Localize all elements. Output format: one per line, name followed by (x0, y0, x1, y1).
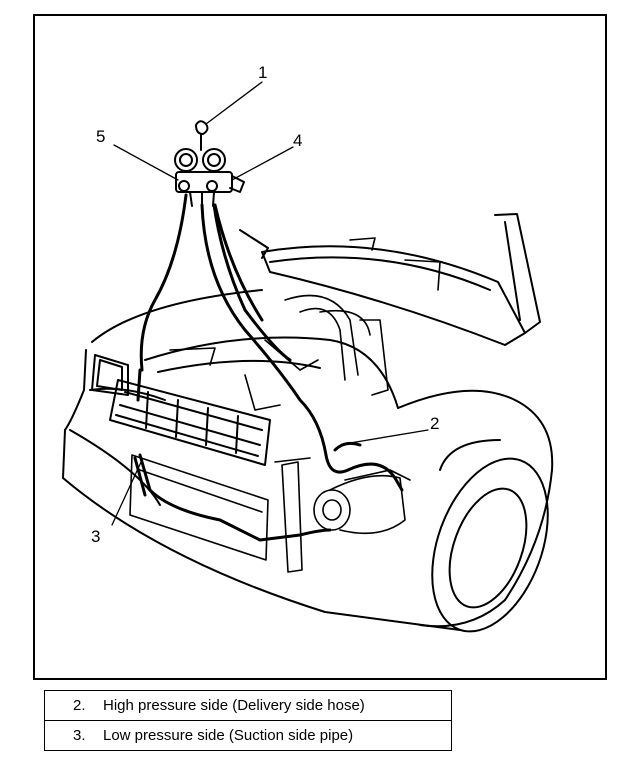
legend-row: 2. High pressure side (Delivery side hose… (44, 690, 452, 721)
legend-cell: 2. High pressure side (Delivery side hose… (44, 690, 452, 721)
legend-row: 3. Low pressure side (Suction side pipe) (44, 720, 452, 751)
legend-table: 2. High pressure side (Delivery side hose… (44, 690, 452, 751)
legend-text: Low pressure side (Suction side pipe) (103, 727, 354, 744)
legend-cell: 3. Low pressure side (Suction side pipe) (44, 720, 452, 751)
callout-4: 4 (293, 131, 303, 150)
hoses (133, 193, 404, 542)
legend-text: High pressure side (Delivery side hose) (103, 697, 365, 714)
callout-2: 2 (430, 414, 440, 433)
legend-number: 3. (73, 727, 86, 744)
callout-3: 3 (91, 527, 101, 546)
callout-5: 5 (96, 127, 106, 146)
car-body (62, 213, 554, 633)
engine-bay (129, 237, 441, 573)
figure-frame (33, 14, 607, 680)
leader-lines (111, 81, 429, 526)
legend-number: 2. (73, 697, 86, 714)
callout-1: 1 (258, 63, 268, 82)
manifold-gauge-set (174, 120, 245, 207)
